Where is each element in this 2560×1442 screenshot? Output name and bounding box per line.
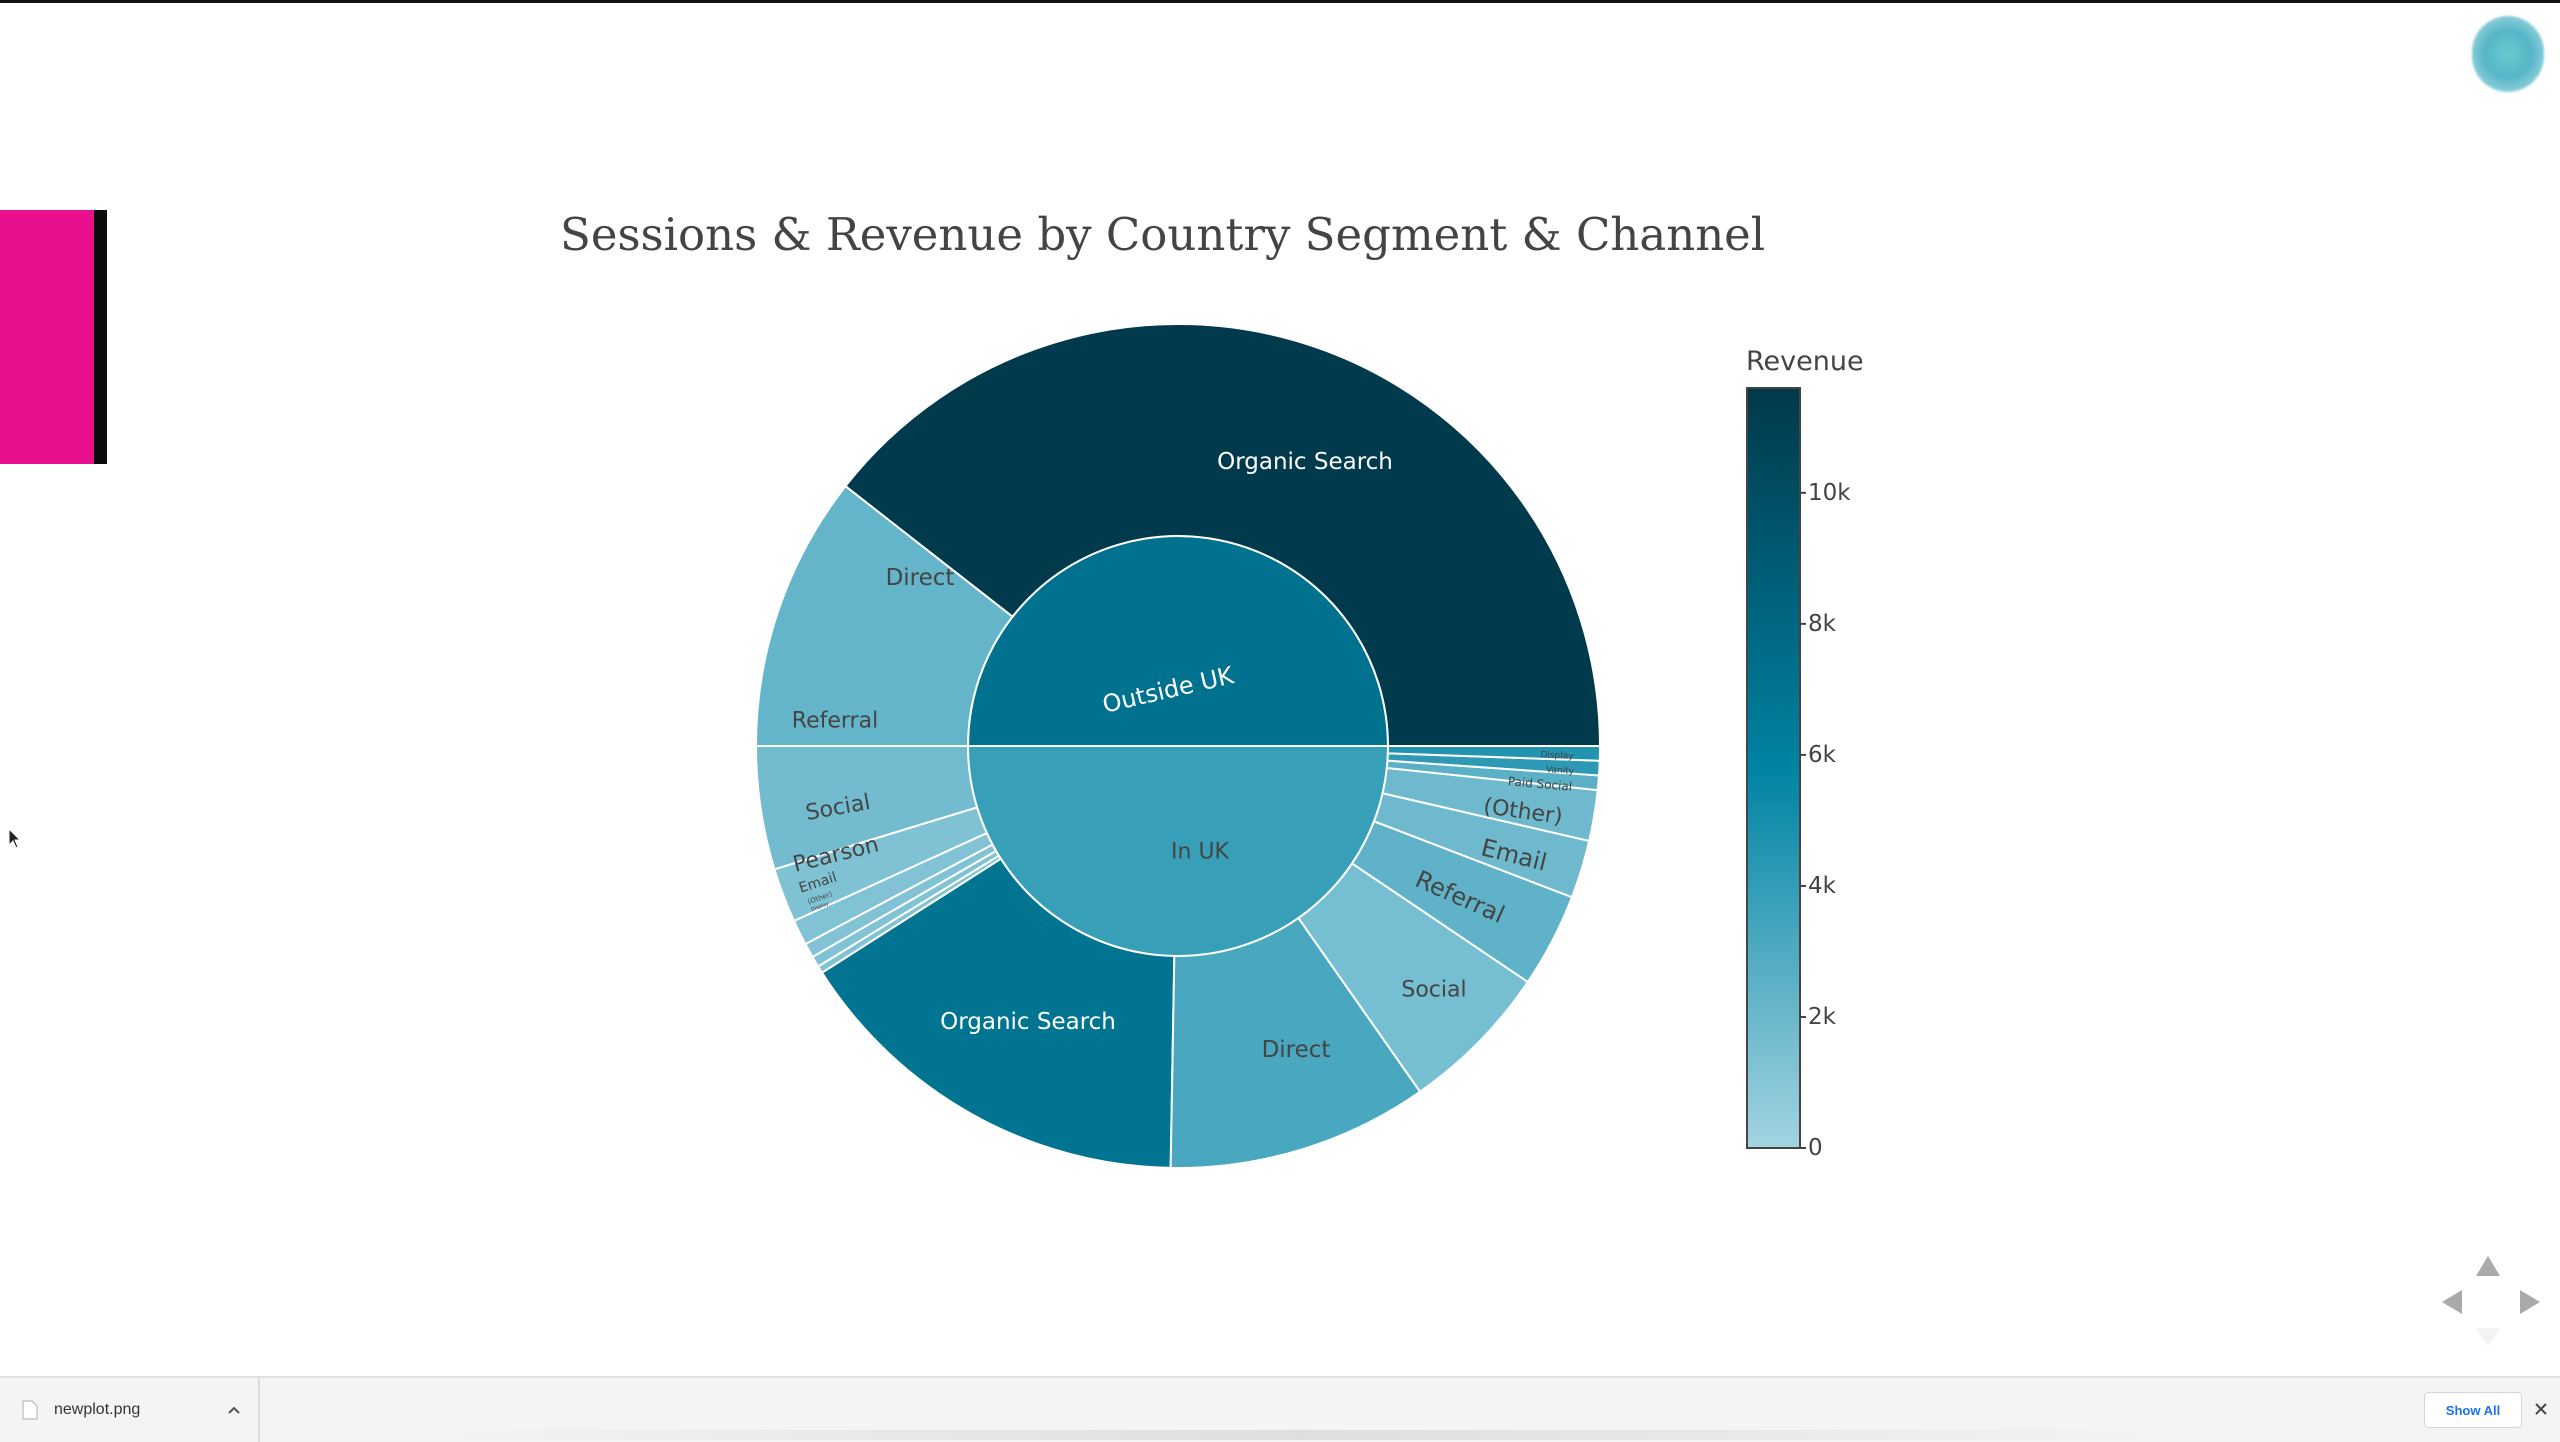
show-all-button[interactable]: Show All: [2424, 1392, 2522, 1428]
label-in-uk-paid-social: Paid Social: [1507, 774, 1572, 794]
arrow-down-icon[interactable]: [2476, 1328, 2500, 1346]
arrow-left-icon[interactable]: [2442, 1290, 2462, 1314]
wedge-in-uk-email[interactable]: [1372, 792, 1591, 899]
bottom-shadow: [400, 1430, 2200, 1440]
arrow-right-icon[interactable]: [2520, 1290, 2540, 1314]
close-icon[interactable]: [2530, 1398, 2552, 1420]
colorbar-tick-label: 4k: [1808, 873, 1837, 899]
colorbar-ticks: 0 2k 4k 6k 8k 10k: [1800, 480, 1851, 1161]
avatar-icon[interactable]: [2472, 16, 2544, 92]
colorbar-tick-label: 6k: [1808, 742, 1837, 768]
colorbar-gradient: [1746, 387, 1801, 1149]
wedge-in-uk-other[interactable]: [1381, 766, 1599, 843]
wedge-in-uk-direct[interactable]: [1169, 916, 1422, 1169]
colorbar-tick-label: 2k: [1808, 1004, 1837, 1030]
colorbar: Revenue 0 2k 4k 6k 8k 10k: [1746, 346, 1864, 1161]
label-outside-uk-referral: Referral: [792, 709, 878, 734]
wedge-in-uk-social[interactable]: [1297, 862, 1530, 1094]
label-in-uk-social: Social: [1401, 978, 1466, 1003]
colorbar-tick-label: 8k: [1808, 611, 1837, 637]
label-in-uk-vanity: Vanity: [1546, 765, 1575, 777]
accent-side-panel-edge: [94, 210, 107, 464]
label-in-uk: In UK: [1171, 840, 1230, 865]
label-in-uk-direct: Direct: [1262, 1037, 1331, 1063]
label-outside-uk-display: Display: [810, 901, 829, 913]
download-file-name: newplot.png: [54, 1401, 141, 1418]
file-icon: [22, 1400, 38, 1420]
arrow-up-icon[interactable]: [2476, 1256, 2500, 1276]
sunburst-wedges: [754, 323, 1602, 1169]
slide-navigation: [2442, 1256, 2540, 1346]
wedge-in-uk-display[interactable]: [1386, 745, 1602, 762]
wedge-in-uk-referral[interactable]: [1350, 819, 1574, 984]
download-item[interactable]: newplot.png: [0, 1378, 260, 1442]
mouse-pointer-icon: [8, 828, 22, 849]
label-in-uk-organic-search: Organic Search: [940, 1009, 1116, 1035]
colorbar-tick-label: 0: [1808, 1135, 1823, 1161]
colorbar-title: Revenue: [1746, 346, 1864, 377]
label-in-uk-display: Display: [1540, 750, 1574, 762]
wedge-in-uk-organic-search[interactable]: [820, 857, 1176, 1169]
chevron-up-icon[interactable]: [224, 1400, 244, 1420]
label-outside-uk-organic-search: Organic Search: [1217, 449, 1393, 475]
accent-side-panel: [0, 210, 96, 464]
wedge-outside-uk-direct[interactable]: [754, 484, 1014, 747]
window-top-edge: [0, 0, 2560, 3]
label-outside-uk-direct: Direct: [886, 565, 955, 591]
colorbar-tick-label: 10k: [1808, 480, 1851, 506]
wedge-outside-uk-organic-search[interactable]: [844, 323, 1602, 747]
chart-title: Sessions & Revenue by Country Segment & …: [560, 208, 1766, 261]
